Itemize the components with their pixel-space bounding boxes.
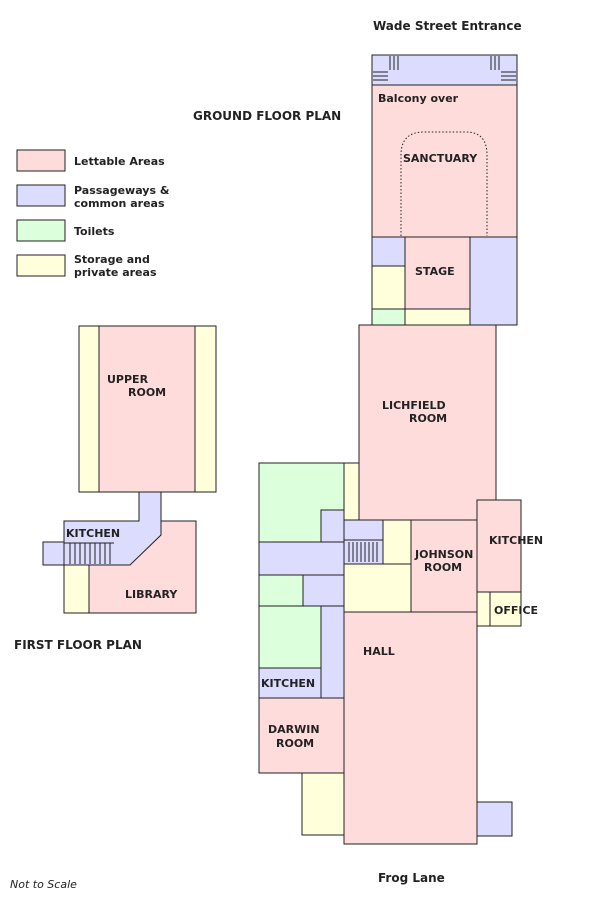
storage-below-stage <box>404 308 471 326</box>
sanctuary-label: SANCTUARY <box>403 152 478 165</box>
scale-note: Not to Scale <box>10 878 77 891</box>
balcony-strip <box>371 54 518 86</box>
hall-label: HALL <box>363 645 395 658</box>
first-floor-storage <box>63 564 90 614</box>
legend-label-passage-2: common areas <box>74 197 165 210</box>
lichfield-room <box>358 324 497 521</box>
east-rooms: JOHNSON ROOM KITCHEN OFFICE <box>410 499 543 627</box>
west-wing: KITCHEN DARWIN ROOM <box>258 462 393 836</box>
balcony-stairs-right <box>490 56 516 81</box>
sanctuary-area <box>371 84 518 238</box>
passage-w-mid <box>302 574 345 607</box>
legend-swatch-toilet <box>16 219 66 242</box>
passage-west <box>258 541 345 576</box>
kitchen-east <box>476 499 522 593</box>
legend-swatch-passage <box>16 184 66 207</box>
hall-block: HALL <box>343 611 513 845</box>
upper-room-label-2: ROOM <box>128 386 166 399</box>
passage-left-stage <box>371 236 406 267</box>
balcony-outline <box>400 131 488 236</box>
kitchen-west-label: KITCHEN <box>261 677 315 690</box>
office-label: OFFICE <box>494 604 538 617</box>
kitchen-east-label: KITCHEN <box>489 534 543 547</box>
balcony-label: Balcony over <box>378 92 459 105</box>
johnson-room <box>410 519 478 613</box>
upper-room <box>98 325 196 493</box>
toilet-w-small <box>258 574 304 607</box>
passage-right-stage <box>469 236 518 326</box>
legend: Lettable Areas Passageways & common area… <box>16 149 170 279</box>
stage-label: STAGE <box>415 265 455 278</box>
balcony-stairs-left <box>373 56 399 81</box>
office-side <box>476 591 491 627</box>
legend-label-passage: Passageways & <box>74 184 170 197</box>
first-floor: UPPER ROOM KITCHEN LIBRARY <box>42 325 217 614</box>
legend-label-lettable: Lettable Areas <box>74 155 165 168</box>
storage-sw <box>301 772 345 836</box>
library-label: LIBRARY <box>125 588 178 601</box>
passage-w-corridor <box>320 605 345 699</box>
central-stairs <box>343 519 412 613</box>
hall <box>343 611 478 845</box>
ground-floor-heading: GROUND FLOOR PLAN <box>193 109 341 123</box>
darwin-label-2: ROOM <box>276 737 314 750</box>
toilet-left-stage <box>371 308 406 326</box>
sanctuary-block: Balcony over SANCTUARY STAGE <box>371 54 518 326</box>
lichfield-block: LICHFIELD ROOM <box>358 324 497 521</box>
passage-se <box>476 801 513 837</box>
kitchen-west <box>258 667 322 699</box>
kitchen-first-area <box>63 491 162 566</box>
darwin-label: DARWIN <box>268 723 320 736</box>
entrance-label: Wade Street Entrance <box>373 19 522 33</box>
storage-nw <box>343 462 360 521</box>
first-floor-entry <box>42 541 65 566</box>
lichfield-label: LICHFIELD <box>382 399 446 412</box>
lichfield-label-2: ROOM <box>409 412 447 425</box>
johnson-label-2: ROOM <box>424 561 462 574</box>
legend-swatch-storage <box>16 254 66 277</box>
darwin-room <box>258 697 345 774</box>
storage-left-stage <box>371 265 406 310</box>
johnson-label: JOHNSON <box>414 548 473 561</box>
upper-room-label: UPPER <box>107 373 149 386</box>
legend-label-toilet: Toilets <box>74 225 115 238</box>
legend-label-storage-2: private areas <box>74 266 157 279</box>
first-floor-stairs <box>64 542 114 564</box>
legend-swatch-lettable <box>16 149 66 172</box>
storage-center-top <box>382 519 412 565</box>
toilet-w-large <box>258 605 322 669</box>
exit-label: Frog Lane <box>378 871 445 885</box>
first-floor-heading: FIRST FLOOR PLAN <box>14 638 142 652</box>
storage-center <box>343 563 412 613</box>
legend-label-storage: Storage and <box>74 253 150 266</box>
passage-w-upper <box>320 509 345 543</box>
kitchen-first-label: KITCHEN <box>66 527 120 540</box>
